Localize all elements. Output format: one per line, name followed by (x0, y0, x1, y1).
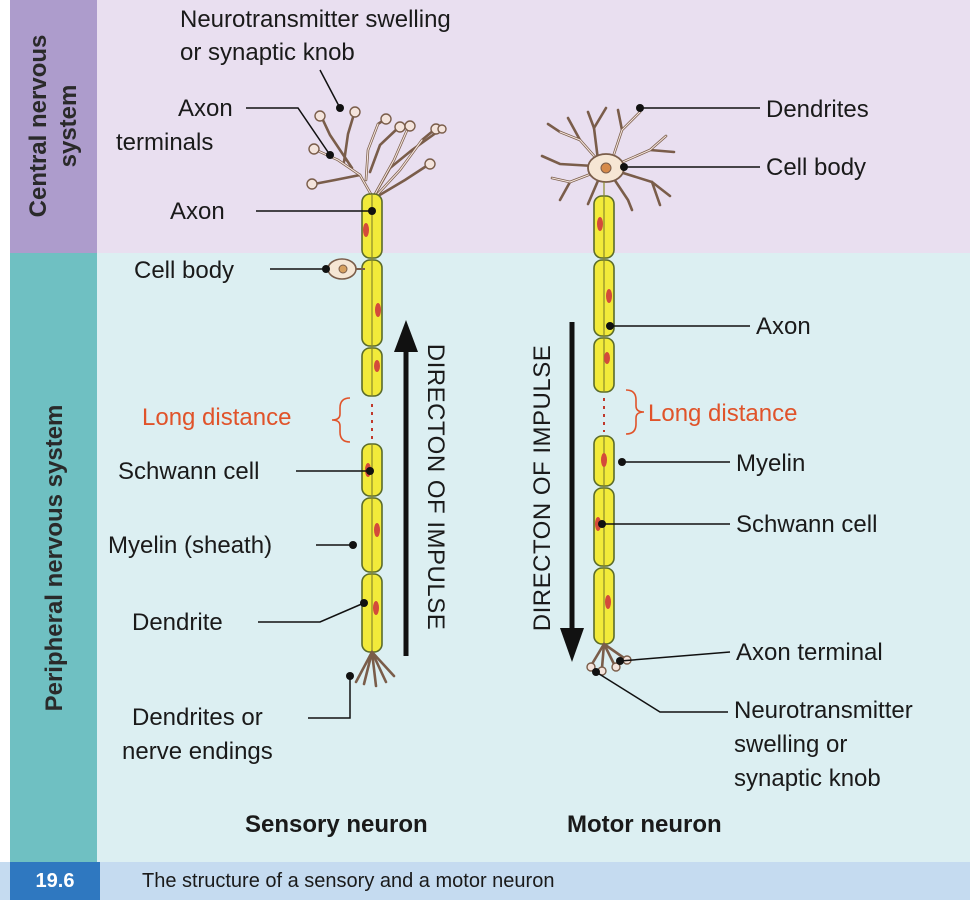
motor-dendrites (540, 106, 676, 212)
figure-caption: 19.6 The structure of a sensory and a mo… (0, 862, 970, 900)
sensory-axon-terminals-label-line2: terminals (116, 129, 213, 156)
sensory-long-distance-brace (331, 397, 351, 443)
motor-axon-terminal-label: Axon terminal (736, 639, 883, 666)
sensory-axon-upper (361, 193, 383, 397)
peripheral-region-bg (97, 253, 970, 862)
sensory-axon-label: Axon (170, 198, 225, 225)
peripheral-side-bar (10, 253, 97, 862)
motor-axon-terminals (586, 642, 632, 676)
sensory-impulse-arrow (394, 320, 418, 656)
sensory-myelin-label: Myelin (sheath) (108, 532, 272, 559)
neuron-diagram: Central nervous system Peripheral nervou… (10, 0, 970, 862)
sensory-axon-terminals (306, 106, 447, 198)
central-region-bg (97, 0, 970, 253)
peripheral-label: Peripheral nervous system (41, 405, 68, 712)
figure-number: 19.6 (10, 862, 100, 900)
motor-long-distance-label: Long distance (648, 400, 797, 427)
sensory-arrow-label: DIRECTON OF IMPULSE (422, 344, 449, 630)
sensory-dendrites-endings-label-line1: Dendrites or (132, 704, 263, 731)
sensory-knob-label-line2: or synaptic knob (180, 39, 355, 66)
sensory-long-distance-label: Long distance (142, 404, 291, 431)
motor-neuron-title: Motor neuron (567, 811, 722, 838)
central-label-line2: system (55, 85, 82, 168)
motor-axon-lower (593, 435, 615, 646)
motor-knob-label-line3: synaptic knob (734, 765, 881, 792)
sensory-axon-terminals-label-line1: Axon (178, 95, 233, 122)
motor-knob-label-line2: swelling or (734, 731, 847, 758)
motor-knob-label-line1: Neurotransmitter (734, 697, 913, 724)
motor-neuron: DIRECTON OF IMPULSE Dendrites Cell body … (529, 96, 913, 838)
sensory-neuron: Neurotransmitter swelling or synaptic kn… (108, 6, 451, 838)
sensory-dendrite-label: Dendrite (132, 609, 223, 636)
central-label-line1: Central nervous (25, 35, 52, 218)
sensory-dendrites-endings-label-line2: nerve endings (122, 738, 273, 765)
motor-cell-body-label: Cell body (766, 154, 866, 181)
motor-cell-body (587, 153, 625, 183)
motor-dendrites-label: Dendrites (766, 96, 869, 123)
sensory-knob-label-line1: Neurotransmitter swelling (180, 6, 451, 33)
sensory-schwann-cell-label: Schwann cell (118, 458, 259, 485)
sensory-nerve-endings (354, 650, 396, 688)
motor-axon-upper (593, 182, 615, 393)
sensory-axon-lower (361, 443, 383, 653)
central-side-bar (10, 0, 97, 253)
motor-schwann-cell-label: Schwann cell (736, 511, 877, 538)
motor-long-distance-brace (625, 389, 645, 435)
motor-impulse-arrow (560, 322, 584, 662)
motor-myelin-label: Myelin (736, 450, 805, 477)
motor-axon-label: Axon (756, 313, 811, 340)
sensory-cell-body-label: Cell body (134, 257, 234, 284)
figure-caption-text: The structure of a sensory and a motor n… (142, 870, 555, 892)
motor-arrow-label: DIRECTON OF IMPULSE (529, 345, 556, 631)
sensory-neuron-title: Sensory neuron (245, 811, 428, 838)
